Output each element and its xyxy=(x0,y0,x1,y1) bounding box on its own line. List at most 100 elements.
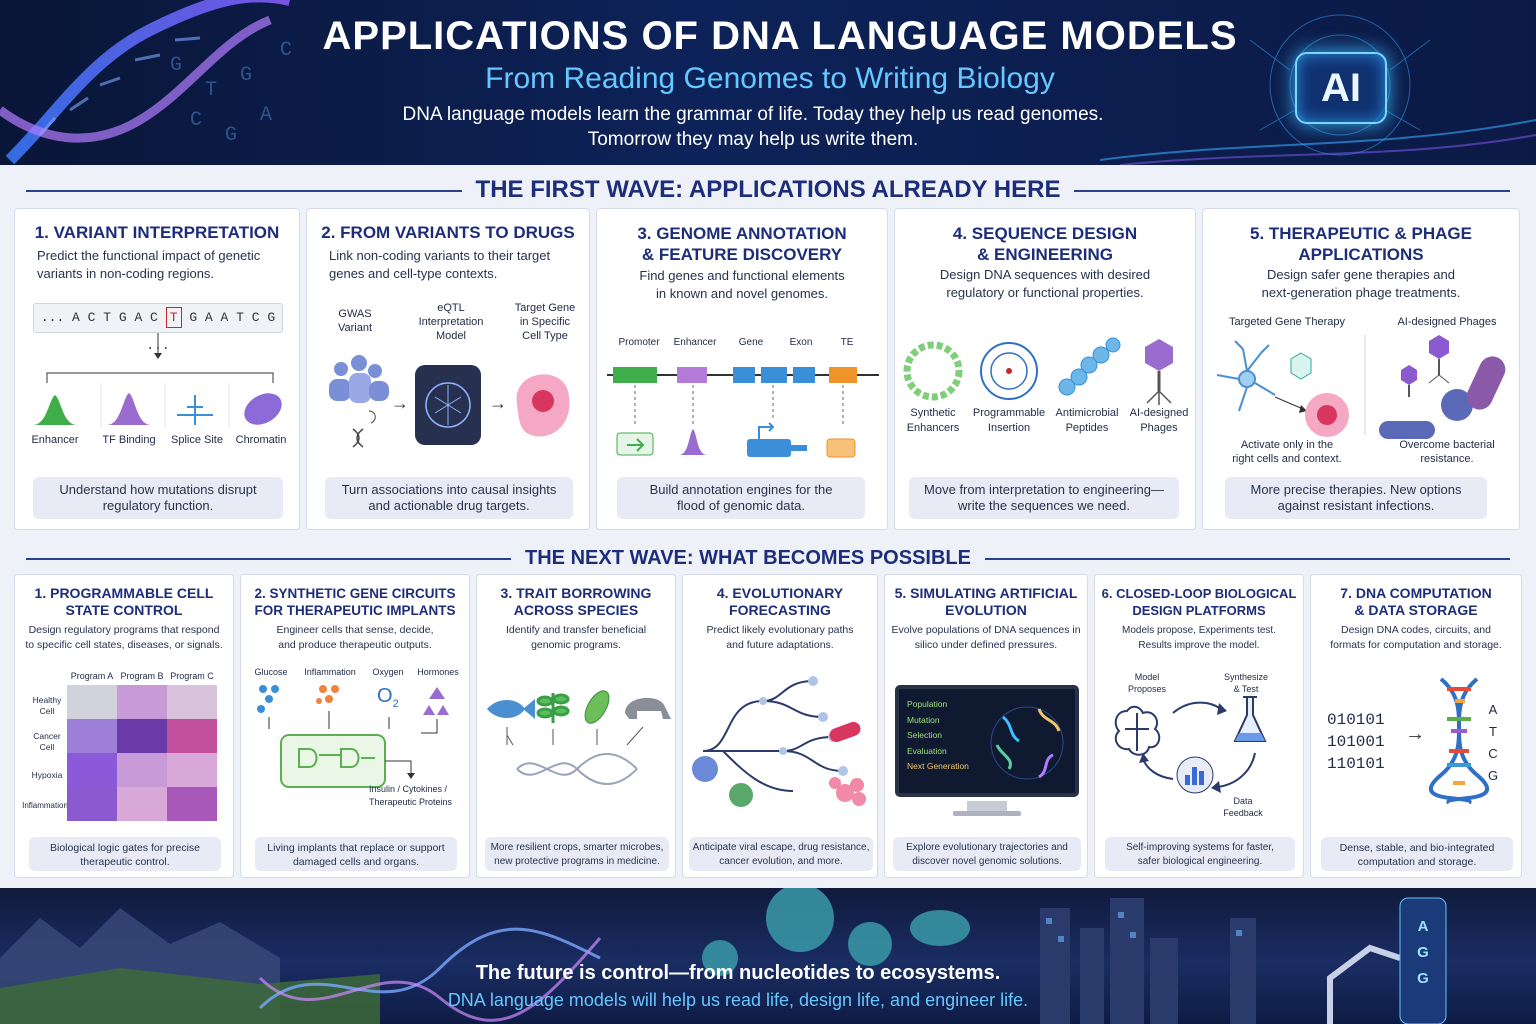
card-takeaway: Self-improving systems for faster,safer … xyxy=(1105,837,1295,871)
programmable-insertion-icon xyxy=(980,342,1038,400)
tf-binding-peak xyxy=(107,393,151,425)
evolution-cycle-icon xyxy=(990,706,1064,780)
chromatin-icon xyxy=(244,393,282,425)
synthetic-enhancer-icon xyxy=(903,341,963,401)
page-subtitle: From Reading Genomes to Writing Biology xyxy=(485,62,1055,95)
footer-subline: DNA language models will help us read li… xyxy=(447,990,1029,1010)
bacteriophage-cluster xyxy=(1441,389,1473,421)
neuron-icon xyxy=(1216,340,1276,412)
bacterium-icon xyxy=(1466,356,1506,410)
phage-icon xyxy=(1428,335,1450,384)
bacterium-icon xyxy=(1379,421,1435,439)
card-takeaway: Move from interpretation to engineering—… xyxy=(909,477,1179,519)
population-icon xyxy=(329,355,389,403)
svg-text:A: A xyxy=(260,104,272,127)
future-landscape-illustration xyxy=(0,888,1447,1024)
design-icons-row xyxy=(903,337,1173,405)
regulatory-peaks-diagram xyxy=(33,333,282,428)
card-genome-annotation: 3. GENOME ANNOTATION& FEATURE DISCOVERY … xyxy=(596,208,888,530)
species-trait-diagram xyxy=(487,690,671,785)
svg-text:G: G xyxy=(170,54,182,77)
svg-text:C: C xyxy=(280,39,292,62)
svg-text:G: G xyxy=(225,124,237,147)
therapy-phage-diagram xyxy=(1216,335,1506,439)
binary-data: 010101 101001 110101 xyxy=(1327,711,1385,773)
svg-text:T: T xyxy=(205,79,217,102)
footer-banner: A G G xyxy=(0,888,1536,1024)
oxygen-symbol: O2 xyxy=(377,685,399,710)
transposable-element-icon xyxy=(826,438,856,458)
enhancer-peak xyxy=(33,395,77,425)
tower-bases: A G G xyxy=(1417,918,1429,987)
flask-icon xyxy=(1233,696,1267,742)
simulation-monitor: Population Mutation Selection Evaluation… xyxy=(895,685,1079,797)
tardigrade-icon xyxy=(625,697,671,719)
svg-text:→: → xyxy=(391,393,409,413)
brain-icon xyxy=(1114,705,1161,756)
monitor-stand xyxy=(967,801,1007,811)
svg-text:C: C xyxy=(190,109,202,132)
dna-icon xyxy=(352,428,364,448)
page-title: APPLICATIONS OF DNA LANGUAGE MODELS xyxy=(322,14,1238,58)
logic-circuit-box xyxy=(280,734,386,788)
microbe-cluster xyxy=(702,888,970,976)
variant-to-drug-pipeline: → → xyxy=(329,355,570,448)
ai-chip-badge: AI xyxy=(1295,52,1387,124)
plant-icon xyxy=(536,693,570,723)
evolution-tree-diagram xyxy=(692,676,866,807)
page-description: DNA language models learn the grammar of… xyxy=(402,104,1104,150)
cancer-cell-icon xyxy=(829,777,866,806)
card-variants-to-drugs: 2. FROM VARIANTS TO DRUGS Link non-codin… xyxy=(306,208,590,530)
card-variant-interpretation: 1. VARIANT INTERPRETATION Predict the fu… xyxy=(14,208,300,530)
card-takeaway: Anticipate viral escape, drug resistance… xyxy=(689,837,873,871)
dna-helix-icon xyxy=(1429,677,1489,805)
phage-icon xyxy=(1401,365,1417,397)
footer-tagline: The future is control—from nucleotides t… xyxy=(475,962,1001,984)
card-sequence-design: 4. SEQUENCE DESIGN& ENGINEERING Design D… xyxy=(894,208,1196,530)
next-wave-title: THE NEXT WAVE: WHAT BECOMES POSSIBLE xyxy=(0,547,1496,570)
pill-icon xyxy=(829,721,861,743)
svg-text:→: → xyxy=(489,393,507,413)
fish-icon xyxy=(487,700,525,718)
monitor-base xyxy=(953,811,1021,816)
data-chart-icon xyxy=(1176,756,1214,794)
dna-storage-tower xyxy=(1399,897,1447,1024)
microbe-icon xyxy=(584,690,610,724)
card-dna-computation: 7. DNA COMPUTATION& DATA STORAGE Design … xyxy=(1310,574,1522,878)
virus-icon xyxy=(729,783,753,807)
arrow-right-icon: → xyxy=(1405,723,1425,745)
city-skyline xyxy=(1040,898,1256,1024)
antimicrobial-peptide-icon xyxy=(1058,337,1121,396)
dna-sequence: ... A C T G A C T G A A T C G ... xyxy=(33,303,283,353)
dna-bases: A T C G xyxy=(1487,702,1499,783)
closed-loop-cycle xyxy=(1114,696,1267,794)
gene-circuit-diagram xyxy=(257,685,449,788)
first-wave-title: THE FIRST WAVE: APPLICATIONS ALREADY HER… xyxy=(0,176,1536,204)
robot-arm xyxy=(1327,944,1401,1024)
genome-track-diagram xyxy=(607,367,879,458)
virus-icon xyxy=(692,756,718,782)
gene-vector-icon xyxy=(1290,352,1312,380)
svg-text:G: G xyxy=(240,64,252,87)
mutated-base: T xyxy=(165,307,182,328)
gene-icon xyxy=(747,439,791,457)
dna-helix-icon xyxy=(516,753,638,785)
card-takeaway: More resilient crops, smarter microbes,n… xyxy=(485,837,669,871)
